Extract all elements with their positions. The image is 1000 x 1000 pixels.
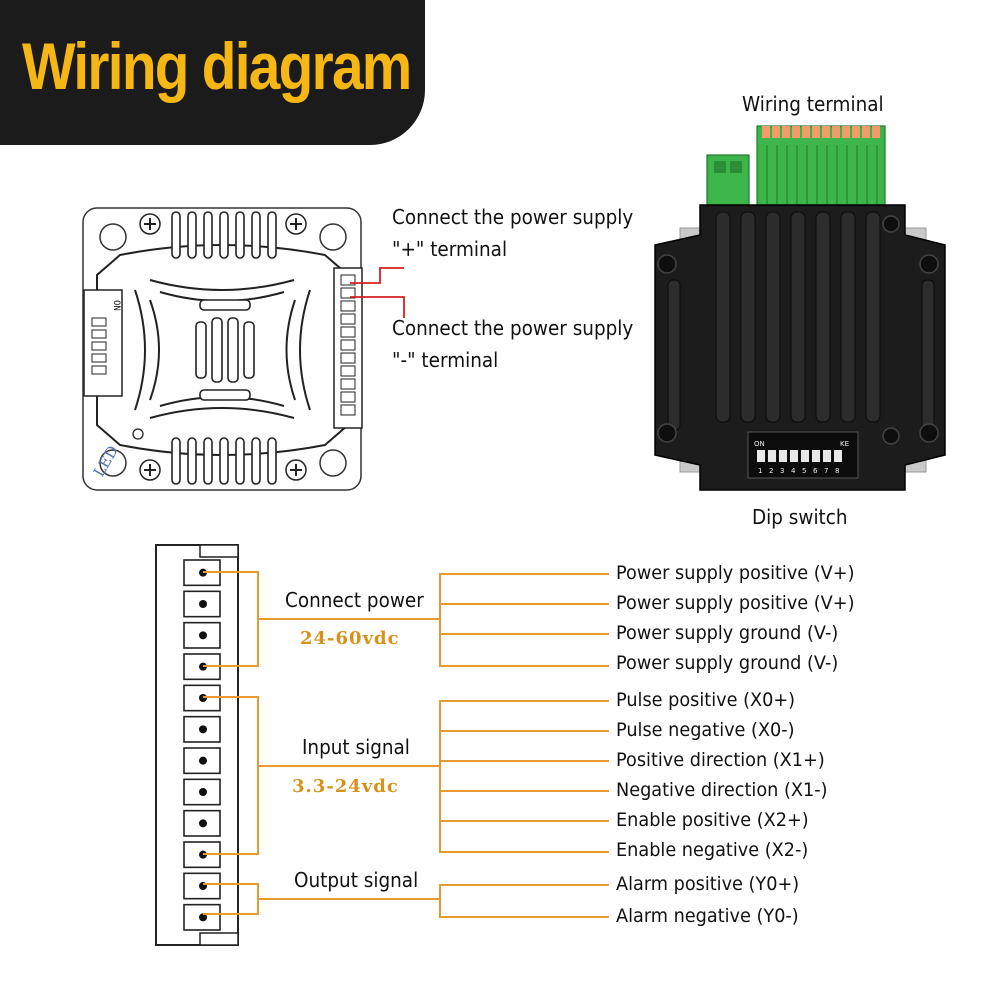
terminal-screw (199, 631, 207, 640)
group-label-power: Connect power (285, 588, 424, 612)
plus-terminal-label-line2: "+" terminal (392, 237, 508, 261)
dip-ke-text: KE (840, 440, 849, 448)
terminal-screw (199, 788, 207, 796)
signal-terminal-block (756, 125, 886, 211)
title-banner: Wiring diagram (0, 0, 425, 145)
group-label-output: Output signal (294, 868, 419, 892)
svg-text:2: 2 (769, 467, 773, 475)
signal-label: Power supply ground (V-) (616, 652, 839, 674)
svg-text:3: 3 (780, 467, 784, 475)
plus-terminal-label-line1: Connect the power supply (392, 205, 634, 229)
svg-text:4: 4 (791, 467, 796, 475)
signal-label: Enable negative (X2-) (616, 839, 809, 861)
terminal-screw (199, 756, 207, 765)
group-voltage-input: 3.3-24vdc (292, 776, 399, 797)
minus-terminal-label-line1: Connect the power supply (392, 316, 634, 340)
signal-label: Positive direction (X1+) (616, 749, 825, 771)
terminal-screw (199, 725, 207, 734)
signal-label: Power supply ground (V-) (616, 622, 839, 644)
signal-label: Power supply positive (V+) (616, 592, 855, 614)
signal-label: Pulse negative (X0-) (616, 719, 795, 741)
orange-wires (203, 571, 609, 918)
signal-label: Negative direction (X1-) (616, 779, 828, 801)
group-voltage-power: 24-60vdc (300, 628, 400, 649)
minus-terminal-label-line2: "-" terminal (392, 348, 499, 372)
page-title: Wiring diagram (22, 29, 412, 103)
dip-on-label: ON (111, 300, 121, 311)
terminal-screw (199, 913, 207, 922)
terminal-pins (183, 559, 221, 931)
pointer-lines (350, 267, 405, 318)
svg-text:8: 8 (835, 467, 839, 475)
svg-text:7: 7 (824, 467, 828, 475)
group-label-input: Input signal (302, 735, 410, 759)
signal-label: Enable positive (X2+) (616, 809, 809, 831)
signal-label: Power supply positive (V+) (616, 562, 855, 584)
svg-text:5: 5 (802, 467, 806, 475)
dip-on-text: ON (754, 440, 765, 448)
signal-label: Pulse positive (X0+) (616, 689, 796, 711)
signal-label: Alarm positive (Y0+) (616, 873, 800, 895)
terminal-screw (199, 600, 207, 608)
terminal-screw (199, 819, 207, 828)
signal-label: Alarm negative (Y0-) (616, 905, 799, 927)
svg-text:1: 1 (758, 467, 762, 475)
svg-text:6: 6 (813, 467, 818, 475)
dip-switch-label: Dip switch (752, 505, 848, 529)
wiring-terminal-label: Wiring terminal (742, 92, 884, 116)
